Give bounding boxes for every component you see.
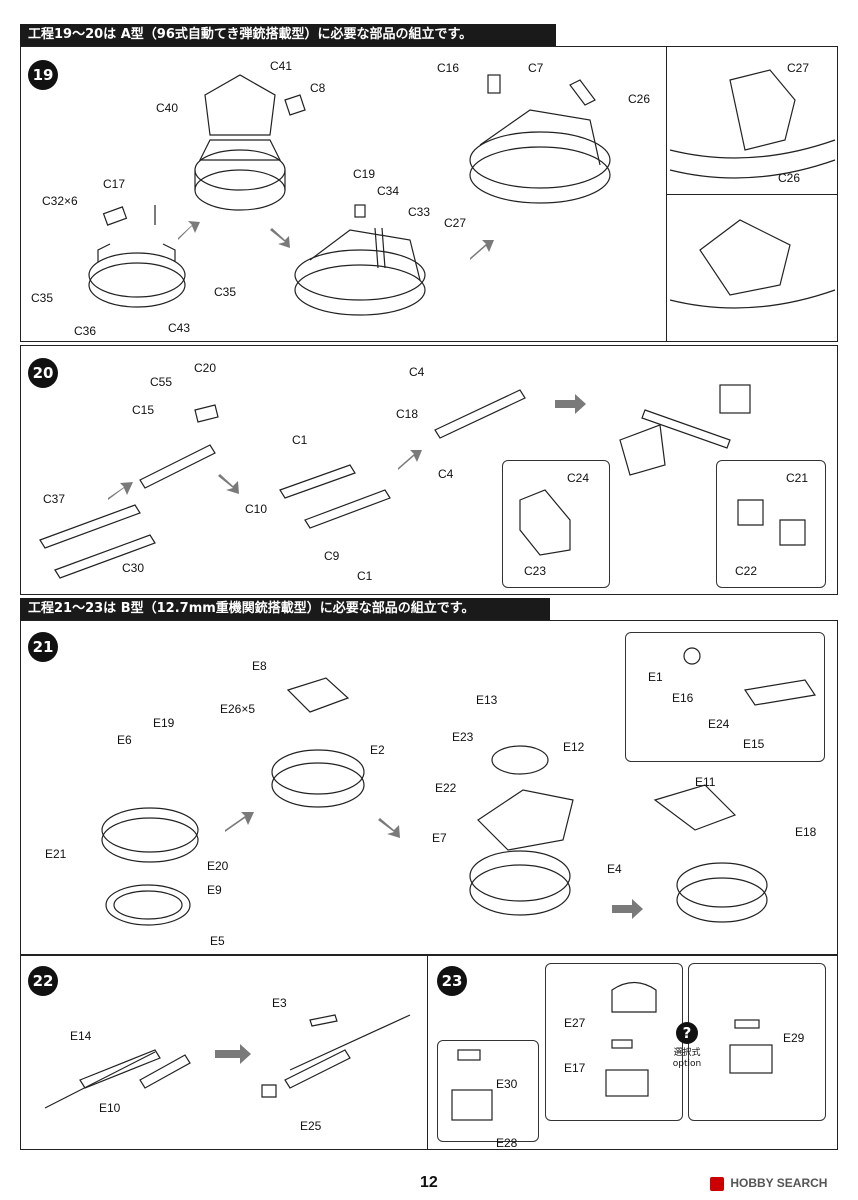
- part-label: E14: [70, 1029, 92, 1043]
- part-label: C8: [310, 81, 326, 95]
- part-label: E5: [210, 934, 225, 948]
- part-label: C1: [292, 433, 308, 447]
- part-label: C15: [132, 403, 155, 417]
- part-label: E22: [435, 781, 457, 795]
- part-label: E8: [252, 659, 267, 673]
- part-label: C18: [396, 407, 419, 421]
- part-label: C33: [408, 205, 431, 219]
- option-question-icon: ?: [676, 1022, 698, 1044]
- part-label: C32×6: [42, 194, 78, 208]
- step-23-subbox-right: [688, 963, 826, 1121]
- part-label: E26×5: [220, 702, 256, 716]
- part-label: E15: [743, 737, 765, 751]
- step-23-badge: 23: [437, 966, 467, 996]
- part-label: C26: [628, 92, 651, 106]
- part-label: E27: [564, 1016, 586, 1030]
- part-label: C21: [786, 471, 809, 485]
- option-text-en: option: [672, 1058, 702, 1069]
- part-label: C34: [377, 184, 400, 198]
- part-label: C16: [437, 61, 460, 75]
- section-a-header: 工程19〜20は A型（96式自動てき弾銃搭載型）に必要な部品の組立です。: [20, 24, 556, 46]
- step-20-subbox-right: [716, 460, 826, 588]
- part-label: C10: [245, 502, 268, 516]
- step-21-subbox: [625, 632, 825, 762]
- part-label: E16: [672, 691, 694, 705]
- part-label: C9: [324, 549, 340, 563]
- part-label: C36: [74, 324, 97, 338]
- part-label: C27: [444, 216, 467, 230]
- part-label: C20: [194, 361, 217, 375]
- part-label: C26: [778, 171, 801, 185]
- part-label: C24: [567, 471, 590, 485]
- part-label: C40: [156, 101, 179, 115]
- part-label: E11: [695, 775, 716, 789]
- part-label: E2: [370, 743, 385, 757]
- part-label: C4: [409, 365, 425, 379]
- part-label: E19: [153, 716, 175, 730]
- option-text: 選択式 option: [664, 1048, 710, 1070]
- part-label: C30: [122, 561, 145, 575]
- part-label: E23: [452, 730, 474, 744]
- step-19-detail-top: [666, 46, 838, 196]
- part-label: E28: [496, 1136, 518, 1150]
- part-label: E25: [300, 1119, 322, 1133]
- part-label: E12: [563, 740, 585, 754]
- step-20-badge: 20: [28, 358, 58, 388]
- watermark-text: HOBBY SEARCH: [730, 1176, 828, 1190]
- part-label: C19: [353, 167, 376, 181]
- part-label: C43: [168, 321, 191, 335]
- part-label: E7: [432, 831, 447, 845]
- step-23-subbox-bottom: [437, 1040, 539, 1142]
- part-label: E4: [607, 862, 622, 876]
- part-label: C1: [357, 569, 373, 583]
- step-20-panel: [20, 345, 838, 595]
- step-21-badge: 21: [28, 632, 58, 662]
- part-label: E3: [272, 996, 287, 1010]
- option-text-ja: 選択式: [673, 1048, 701, 1058]
- part-label: C37: [43, 492, 66, 506]
- part-label: C4: [438, 467, 454, 481]
- hobby-search-watermark: HOBBY SEARCH: [710, 1176, 827, 1191]
- part-label: C35: [214, 285, 237, 299]
- part-label: C23: [524, 564, 547, 578]
- part-label: E1: [648, 670, 663, 684]
- part-label: C17: [103, 177, 126, 191]
- step-19-panel: [20, 46, 668, 342]
- step-22-badge: 22: [28, 966, 58, 996]
- part-label: C55: [150, 375, 173, 389]
- part-label: C27: [787, 61, 810, 75]
- page-number: 12: [420, 1174, 438, 1191]
- part-label: E24: [708, 717, 730, 731]
- part-label: E13: [476, 693, 498, 707]
- watermark-logo-icon: [710, 1176, 724, 1191]
- part-label: C41: [270, 59, 293, 73]
- part-label: E17: [564, 1061, 586, 1075]
- section-b-header: 工程21〜23は B型（12.7mm重機関銃搭載型）に必要な部品の組立です。: [20, 598, 550, 620]
- part-label: E10: [99, 1101, 121, 1115]
- part-label: C7: [528, 61, 544, 75]
- step-19-badge: 19: [28, 60, 58, 90]
- part-label: E20: [207, 859, 229, 873]
- part-label: E6: [117, 733, 132, 747]
- step-19-detail-bottom: [666, 194, 838, 342]
- part-label: C35: [31, 291, 54, 305]
- part-label: E18: [795, 825, 817, 839]
- part-label: E30: [496, 1077, 518, 1091]
- part-label: C22: [735, 564, 758, 578]
- part-label: E21: [45, 847, 67, 861]
- part-label: E9: [207, 883, 222, 897]
- part-label: E29: [783, 1031, 805, 1045]
